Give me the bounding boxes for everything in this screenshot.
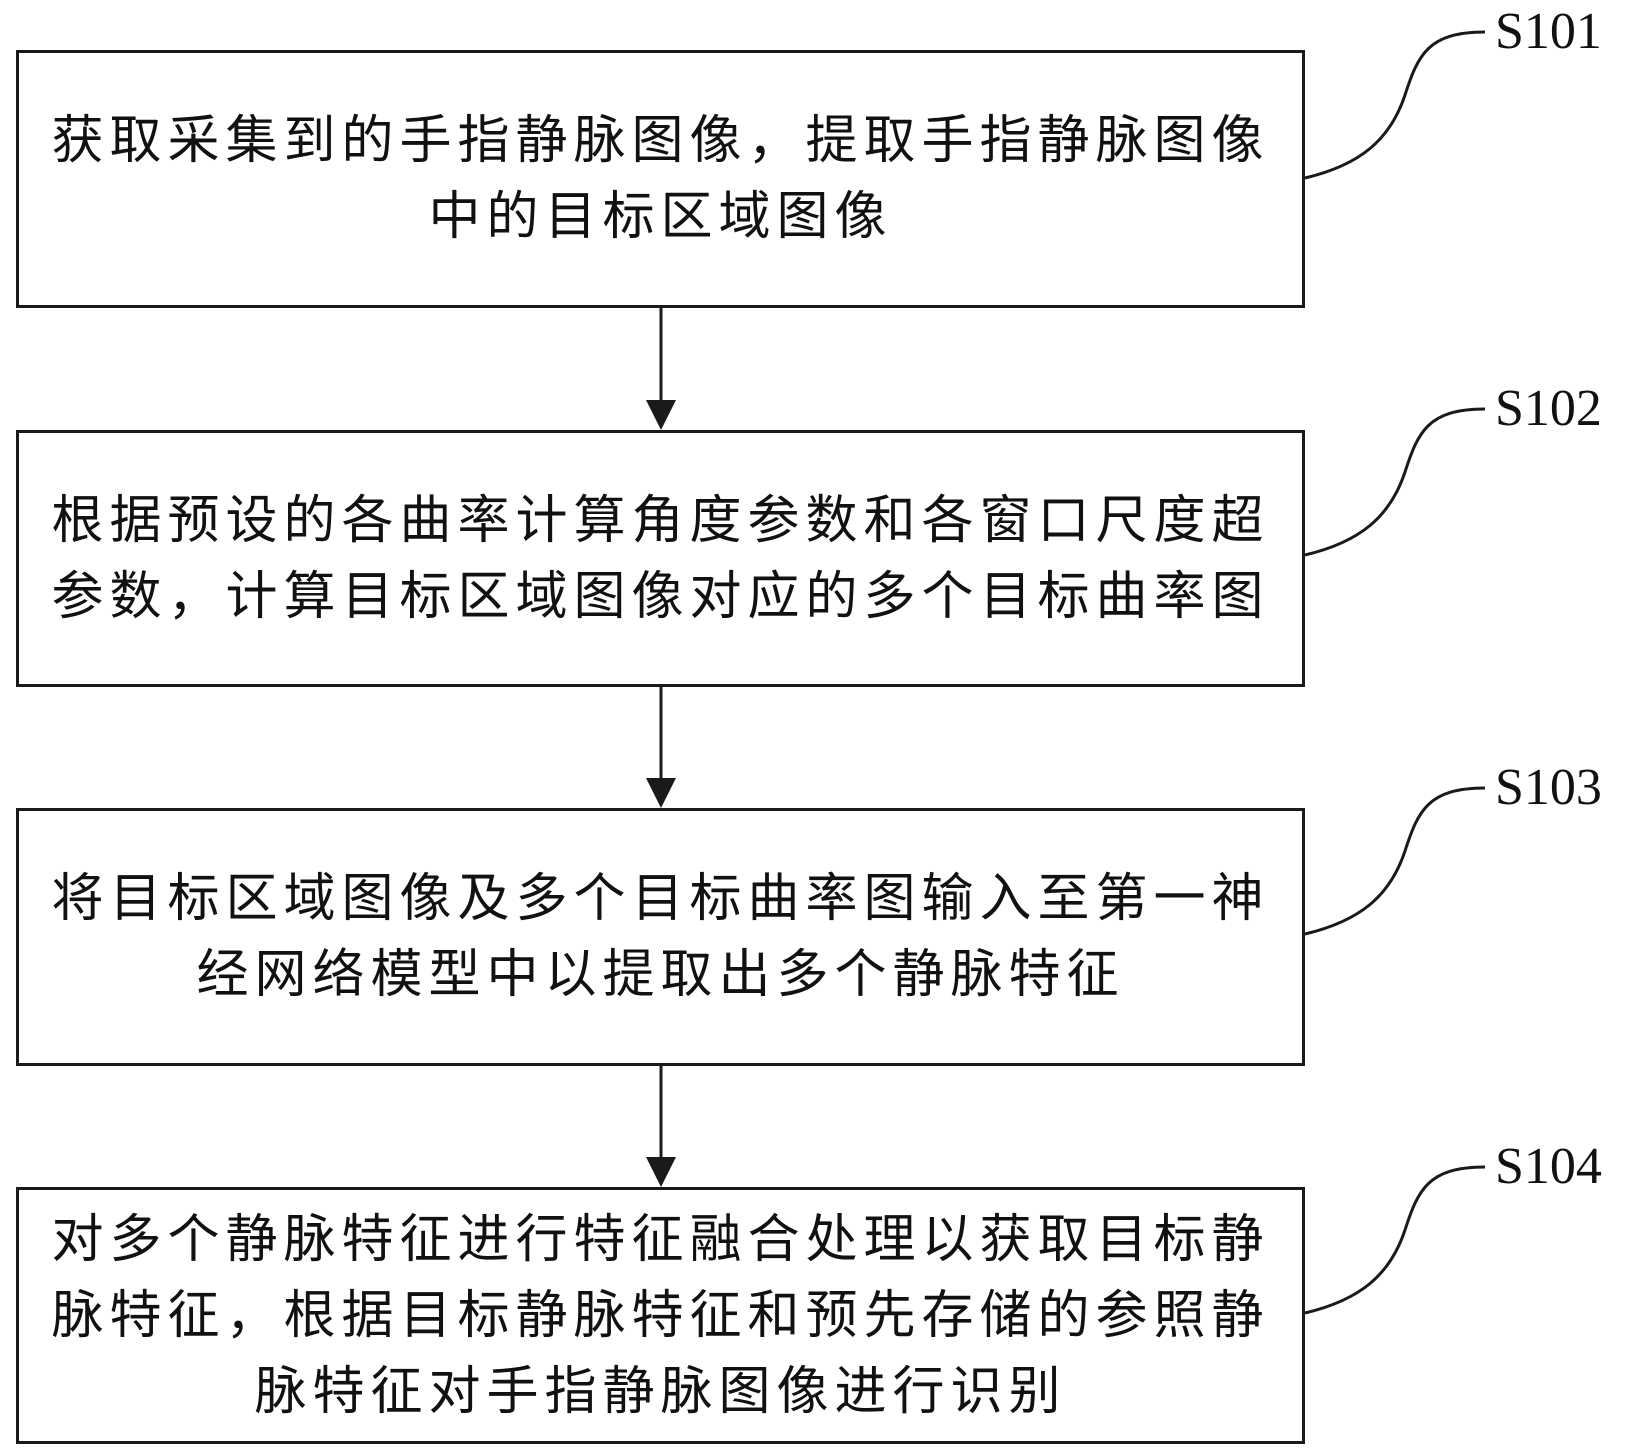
arrow-s101-to-s102 xyxy=(646,308,676,430)
step-box-s104: 对多个静脉特征进行特征融合处理以获取目标静脉特征，根据目标静脉特征和预先存储的参… xyxy=(16,1187,1305,1444)
step-label-s101: S101 xyxy=(1495,3,1602,60)
step-label-s102: S102 xyxy=(1495,380,1602,437)
step-text-s104: 对多个静脉特征进行特征融合处理以获取目标静脉特征，根据目标静脉特征和预先存储的参… xyxy=(51,1209,1270,1422)
leader-line-s102 xyxy=(1304,407,1486,557)
step-box-s101: 获取采集到的手指静脉图像，提取手指静脉图像中的目标区域图像 xyxy=(16,50,1305,308)
arrow-s103-to-s104 xyxy=(646,1066,676,1187)
step-text-s101: 获取采集到的手指静脉图像，提取手指静脉图像中的目标区域图像 xyxy=(51,111,1270,247)
leader-line-s101 xyxy=(1304,30,1486,180)
step-box-s103: 将目标区域图像及多个目标曲率图输入至第一神经网络模型中以提取出多个静脉特征 xyxy=(16,808,1305,1066)
arrow-s102-to-s103 xyxy=(646,687,676,808)
leader-line-s103 xyxy=(1304,786,1486,936)
step-text-s102: 根据预设的各曲率计算角度参数和各窗口尺度超参数，计算目标区域图像对应的多个目标曲… xyxy=(51,490,1270,627)
step-label-s104: S104 xyxy=(1495,1138,1602,1195)
step-text-s103: 将目标区域图像及多个目标曲率图输入至第一神经网络模型中以提取出多个静脉特征 xyxy=(51,869,1270,1005)
step-label-s103: S103 xyxy=(1495,759,1602,816)
leader-line-s104 xyxy=(1304,1165,1486,1315)
step-box-s102: 根据预设的各曲率计算角度参数和各窗口尺度超参数，计算目标区域图像对应的多个目标曲… xyxy=(16,430,1305,687)
